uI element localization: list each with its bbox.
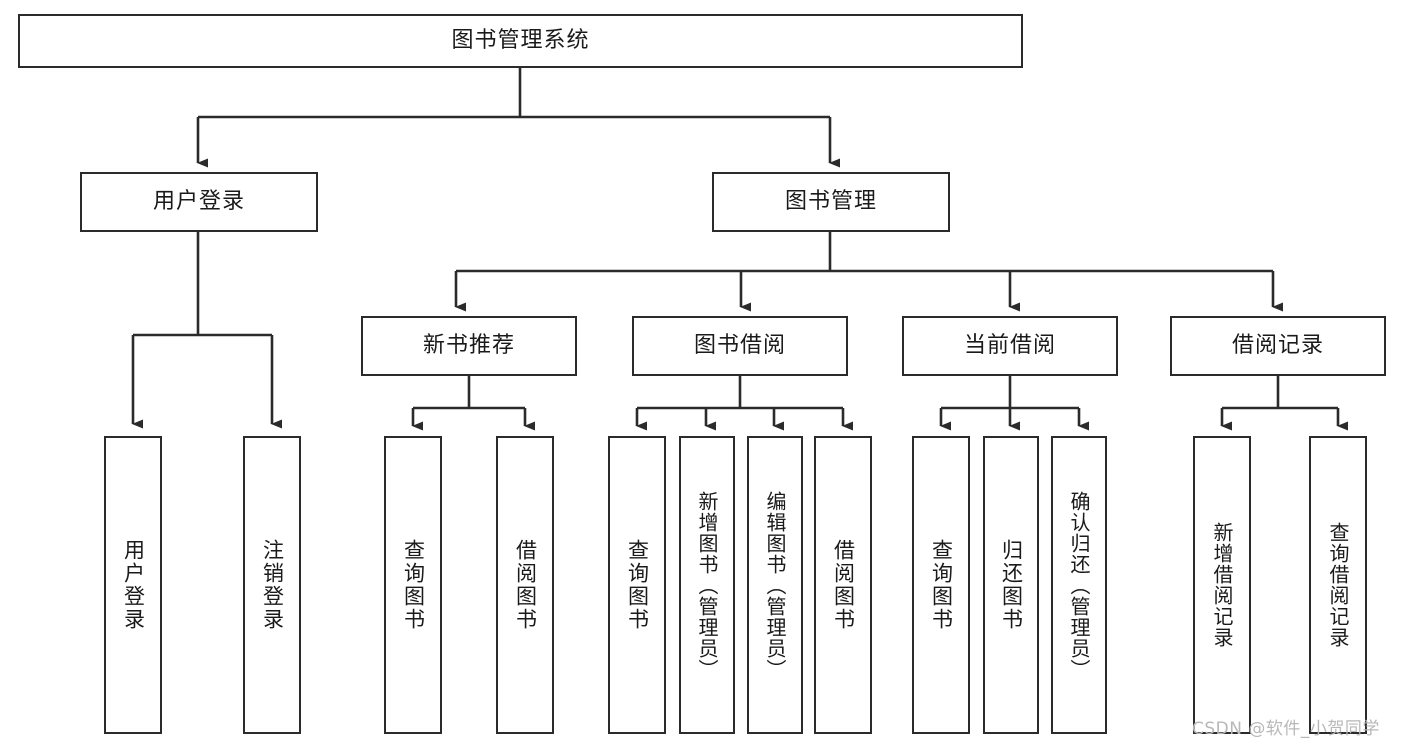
node-book-borrow[interactable]: 图书借阅: [632, 316, 848, 376]
node-label: 查询借阅记录: [1326, 522, 1350, 648]
node-label: 注销登录: [260, 539, 285, 631]
csdn-watermark: CSDN @软件_小贺同学: [1192, 719, 1380, 739]
leaf-user-login-login[interactable]: 用户登录: [104, 436, 162, 734]
node-label: 当前借阅: [963, 332, 1056, 358]
node-label: 归还图书: [999, 539, 1024, 631]
leaf-user-login-logout[interactable]: 注销登录: [243, 436, 301, 734]
node-label: 借阅图书: [513, 539, 538, 631]
node-label: 查询图书: [401, 539, 426, 631]
leaf-current-confirm-return-admin[interactable]: 确认归还（管理员）: [1051, 436, 1107, 734]
node-new-book-recommend[interactable]: 新书推荐: [361, 316, 577, 376]
node-label: 编辑图书（管理员）: [763, 490, 787, 680]
leaf-current-return-book[interactable]: 归还图书: [983, 436, 1039, 734]
node-label: 确认归还（管理员）: [1067, 490, 1091, 680]
node-root-book-management-system[interactable]: 图书管理系统: [18, 14, 1023, 68]
node-label: 用户登录: [152, 188, 245, 214]
node-label: 图书管理: [784, 188, 877, 214]
node-label: 图书借阅: [693, 332, 786, 358]
node-borrow-record[interactable]: 借阅记录: [1170, 316, 1386, 376]
node-label: 查询图书: [625, 539, 650, 631]
node-label: 图书管理系统: [451, 27, 590, 53]
node-label: 用户登录: [121, 539, 146, 631]
leaf-recommend-borrow-book[interactable]: 借阅图书: [496, 436, 554, 734]
leaf-borrow-add-book-admin[interactable]: 新增图书（管理员）: [679, 436, 735, 734]
leaf-record-add-borrow-record[interactable]: 新增借阅记录: [1193, 436, 1251, 734]
leaf-borrow-borrow-book[interactable]: 借阅图书: [814, 436, 872, 734]
node-current-borrow[interactable]: 当前借阅: [902, 316, 1118, 376]
node-label: 查询图书: [929, 539, 954, 631]
leaf-record-query-borrow-record[interactable]: 查询借阅记录: [1309, 436, 1367, 734]
node-label: 新增借阅记录: [1210, 522, 1234, 648]
node-label: 借阅记录: [1231, 332, 1324, 358]
leaf-recommend-query-book[interactable]: 查询图书: [384, 436, 442, 734]
node-label: 新增图书（管理员）: [695, 490, 719, 680]
leaf-borrow-query-book[interactable]: 查询图书: [608, 436, 666, 734]
node-label: 借阅图书: [831, 539, 856, 631]
leaf-current-query-book[interactable]: 查询图书: [912, 436, 970, 734]
node-book-management[interactable]: 图书管理: [712, 172, 950, 232]
leaf-borrow-edit-book-admin[interactable]: 编辑图书（管理员）: [747, 436, 803, 734]
node-user-login[interactable]: 用户登录: [80, 172, 318, 232]
node-label: 新书推荐: [422, 332, 515, 358]
